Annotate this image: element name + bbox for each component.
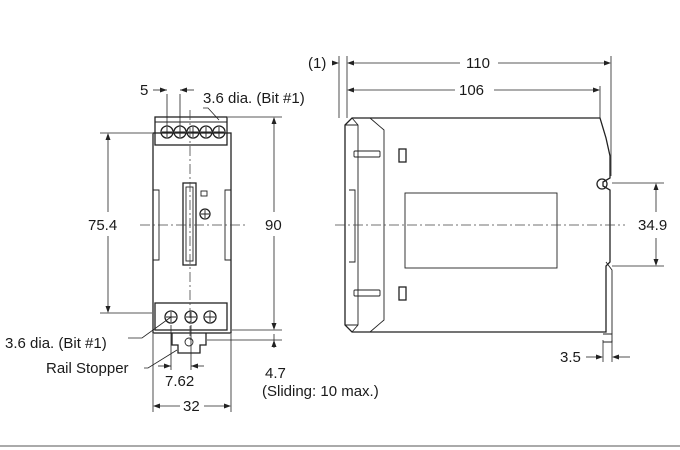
dim-width: 32 (183, 398, 200, 415)
status-led (200, 190, 208, 197)
front-view: 5 3.6 dia. (Bit #1) 75.4 90 3.6 dia. (Bi… (5, 82, 379, 415)
top-terminal-screws (160, 125, 226, 139)
side-slot-top (353, 150, 381, 158)
din-clip (596, 178, 608, 190)
dim-terminal-pitch: 5 (140, 82, 148, 99)
side-view: (1) 110 106 34.9 3.5 (308, 55, 667, 366)
side-housing (344, 117, 611, 333)
dim-height-inner: 75.4 (88, 217, 117, 234)
sliding-note: (Sliding: 10 max.) (262, 383, 379, 400)
front-housing (152, 132, 232, 334)
top-terminal-block (154, 116, 228, 146)
side-slot-bottom (353, 289, 381, 297)
dim-depth-total: 110 (466, 55, 490, 72)
dim-height-total: 90 (265, 217, 282, 234)
front-display-window (182, 182, 197, 266)
side-label-panel (404, 192, 558, 269)
bottom-terminal-screws (164, 310, 217, 324)
dim-hole-top: 3.6 dia. (Bit #1) (203, 90, 305, 107)
dim-stopper-pitch: 7.62 (165, 373, 194, 390)
adjust-potentiometer (199, 208, 211, 220)
dim-depth-body: 106 (459, 82, 484, 99)
dim-sliding: 4.7 (265, 365, 286, 382)
dim-offset: (1) (308, 55, 326, 72)
dim-foot: 3.5 (560, 349, 581, 366)
dim-hole-bottom: 3.6 dia. (Bit #1) (5, 335, 107, 352)
rail-stopper-label: Rail Stopper (46, 360, 129, 377)
rail-stopper (171, 333, 207, 354)
dim-rail-height: 34.9 (638, 217, 667, 234)
